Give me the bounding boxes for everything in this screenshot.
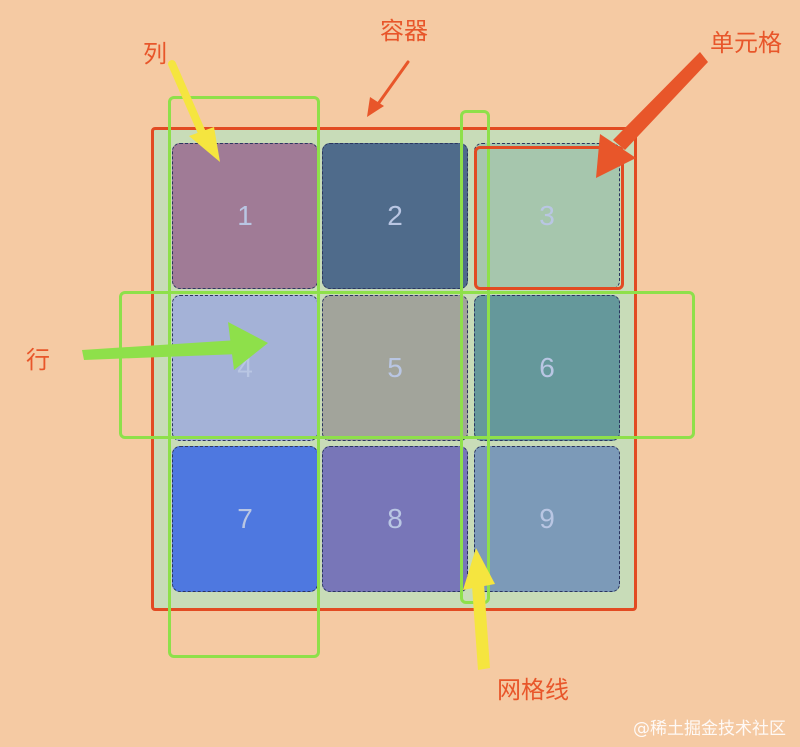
row-arrow (82, 322, 268, 370)
cell-number: 7 (237, 503, 253, 534)
cell-number: 5 (387, 352, 403, 383)
grid-line-label: 网格线 (497, 676, 569, 704)
cell-highlight (474, 146, 624, 290)
grid-cell-7: 7 (172, 446, 318, 592)
cell-number: 1 (237, 200, 253, 231)
column-highlight (168, 96, 320, 658)
row-highlight (119, 291, 695, 439)
container-label: 容器 (380, 17, 428, 45)
cell-number: 2 (387, 200, 403, 231)
grid-cell-1: 1 (172, 143, 318, 289)
cell-number: 8 (387, 503, 403, 534)
row-label: 行 (26, 346, 50, 374)
grid-cell-9: 9 (474, 446, 620, 592)
grid-line-arrow (463, 548, 495, 670)
cell-number: 6 (539, 352, 555, 383)
column-arrow (168, 60, 220, 162)
cell-arrow (596, 52, 708, 178)
grid-cell-6: 6 (474, 295, 620, 441)
grid-cell-8: 8 (322, 446, 468, 592)
column-label: 列 (143, 40, 167, 68)
cell-number: 3 (539, 200, 555, 231)
cell-label: 单元格 (710, 29, 782, 57)
grid-cell-4: 4 (172, 295, 318, 441)
cell-number: 9 (539, 503, 555, 534)
container-arrow (367, 60, 410, 117)
grid-cell-2: 2 (322, 143, 468, 289)
watermark: @稀土掘金技术社区 (633, 719, 786, 739)
grid-cell-5: 5 (322, 295, 468, 441)
